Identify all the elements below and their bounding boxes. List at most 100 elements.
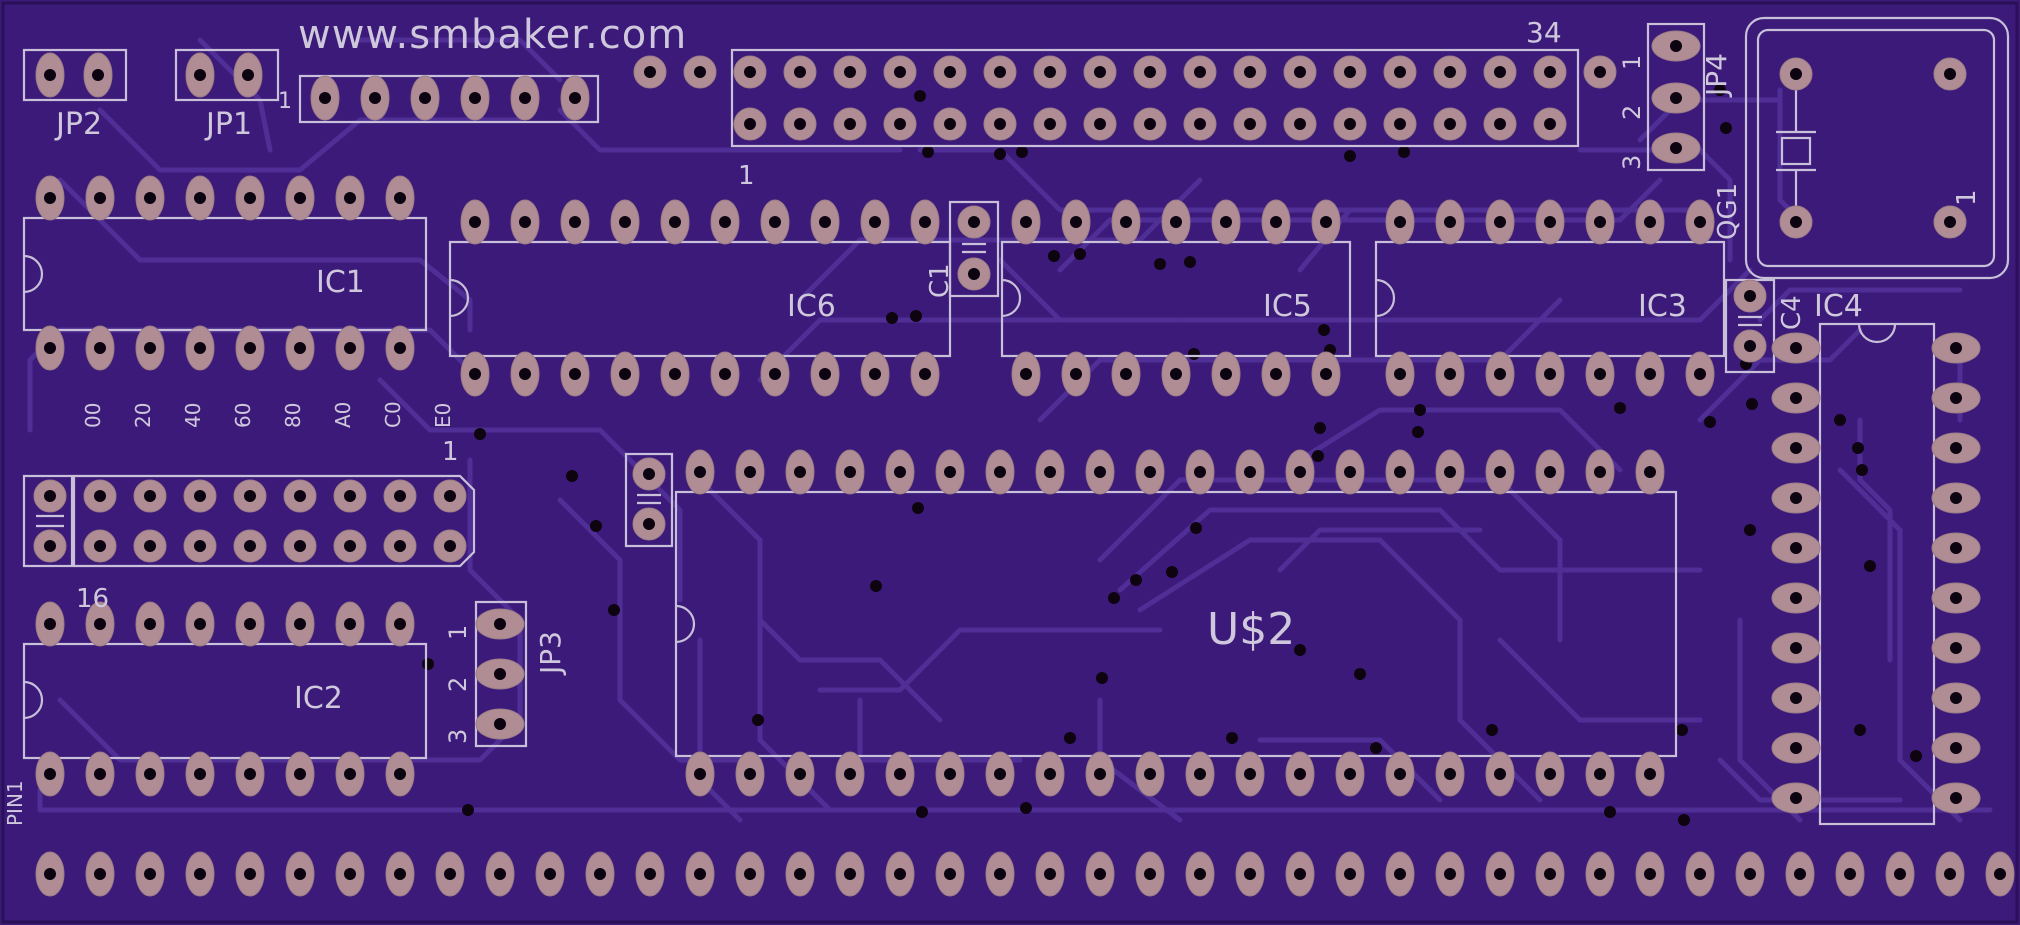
pad-hole — [968, 216, 980, 228]
pad-hole — [1594, 66, 1606, 78]
header-pin — [1333, 107, 1367, 141]
u2-outline — [674, 490, 1678, 758]
address-header-pin — [433, 529, 467, 563]
u2-pin — [785, 449, 815, 495]
via — [1108, 592, 1120, 604]
address-header-pin — [183, 529, 217, 563]
pad-hole — [968, 268, 980, 280]
address-label: 00 — [81, 403, 105, 428]
address-cap-pin — [33, 479, 67, 513]
ic1-pin — [85, 175, 115, 221]
edge-connector-pin — [1635, 851, 1665, 897]
via — [1294, 644, 1306, 656]
ic4-pin — [1771, 582, 1821, 614]
ic2-notch — [23, 680, 44, 720]
pad-hole — [244, 618, 256, 630]
pad-hole — [1170, 368, 1182, 380]
ic3-pin — [1535, 351, 1565, 397]
pad-hole — [944, 66, 956, 78]
pad-hole — [144, 868, 156, 880]
ic1-label: IC1 — [316, 265, 365, 300]
c1-pin — [957, 205, 991, 239]
pad-hole — [844, 118, 856, 130]
address-header-pin — [433, 479, 467, 513]
pad-hole — [244, 342, 256, 354]
ic5-pin — [1311, 351, 1341, 397]
u2-pin — [1485, 449, 1515, 495]
via — [1312, 450, 1324, 462]
pad-hole — [819, 216, 831, 228]
u2-pin — [1035, 449, 1065, 495]
ic5-pin — [1011, 351, 1041, 397]
pad-hole — [294, 490, 306, 502]
u2-pin — [1385, 751, 1415, 797]
u2-pin — [885, 449, 915, 495]
pad-hole — [619, 368, 631, 380]
pad-hole — [944, 466, 956, 478]
ic2-pin — [385, 751, 415, 797]
pad-hole — [469, 92, 481, 104]
via — [1190, 522, 1202, 534]
oscillator-pin — [1779, 205, 1813, 239]
oscillator-outline — [1744, 16, 2010, 280]
pad-hole — [194, 618, 206, 630]
via — [422, 658, 434, 670]
ic4-pin — [1931, 532, 1981, 564]
pad-hole — [244, 490, 256, 502]
via — [922, 146, 934, 158]
copper-trace — [37, 787, 1993, 813]
pad-hole — [1244, 66, 1256, 78]
sip-pin — [360, 75, 390, 121]
pad-hole — [994, 868, 1006, 880]
pad-hole — [1494, 66, 1506, 78]
pad-hole — [444, 490, 456, 502]
u2-pin — [1585, 751, 1615, 797]
ic1-pin — [335, 175, 365, 221]
ic3-pin — [1435, 351, 1465, 397]
pad-hole — [1494, 768, 1506, 780]
pad-hole — [394, 768, 406, 780]
via — [566, 470, 578, 482]
pad-hole — [694, 768, 706, 780]
ic1-pin — [235, 175, 265, 221]
osc-pin1-label: 1 — [1952, 189, 1982, 206]
pad-hole — [1170, 216, 1182, 228]
ic5-pin — [1011, 199, 1041, 245]
dip-pin16-label: 16 — [76, 584, 109, 614]
pad-hole — [1790, 216, 1802, 228]
pad-hole — [1544, 868, 1556, 880]
pad-hole — [344, 342, 356, 354]
pad-hole — [1220, 216, 1232, 228]
edge-connector-pin — [485, 851, 515, 897]
u2-pin — [1335, 449, 1365, 495]
ic5-label: IC5 — [1263, 289, 1312, 324]
pad-hole — [344, 868, 356, 880]
ic4-pin — [1931, 632, 1981, 664]
u2-pin — [1085, 449, 1115, 495]
ic1-outline — [22, 216, 428, 332]
pad-hole — [1494, 368, 1506, 380]
pad-hole — [844, 66, 856, 78]
ic3-notch — [1375, 278, 1396, 318]
via — [1166, 566, 1178, 578]
edge-connector-pin — [1235, 851, 1265, 897]
pad-hole — [643, 468, 655, 480]
jp3-pin — [475, 708, 525, 740]
via — [1864, 560, 1876, 572]
via — [474, 428, 486, 440]
pad-hole — [994, 66, 1006, 78]
via — [914, 90, 926, 102]
address-label: E0 — [431, 403, 455, 428]
pad-hole — [643, 518, 655, 530]
ic5-pin — [1261, 351, 1291, 397]
pad-hole — [1244, 868, 1256, 880]
pad-hole — [1020, 368, 1032, 380]
pad-hole — [369, 92, 381, 104]
address-header-pin — [233, 529, 267, 563]
pad-hole — [694, 466, 706, 478]
edge-connector-pin — [185, 851, 215, 897]
edge-connector-pin — [85, 851, 115, 897]
via — [1370, 742, 1382, 754]
pad-hole — [194, 540, 206, 552]
pad-hole — [294, 342, 306, 354]
